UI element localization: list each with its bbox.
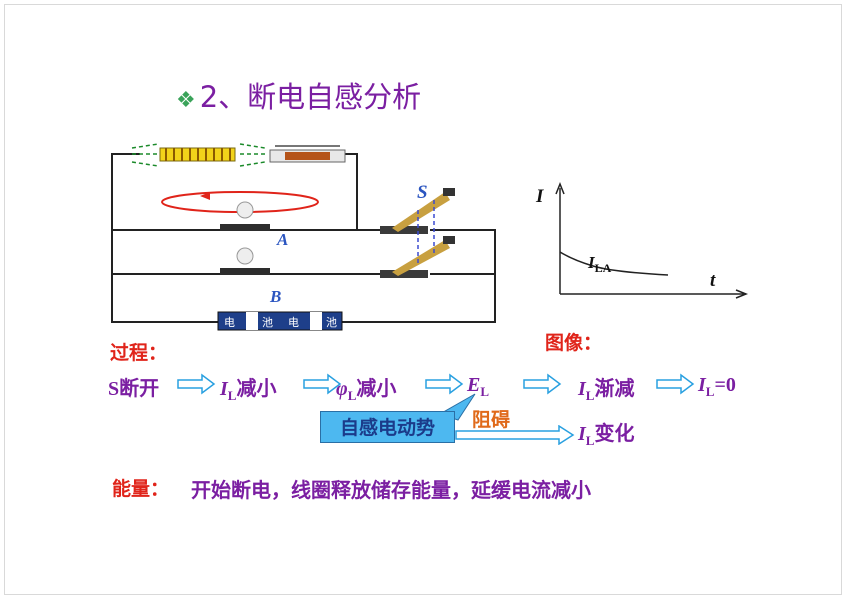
battery-pack: 电 池 电 池 <box>217 311 343 331</box>
label-b: B <box>269 287 281 306</box>
lamp-b <box>220 247 270 275</box>
process-label: 过程： <box>110 342 168 364</box>
step-2: φL减小 <box>336 376 397 403</box>
diamond-bullet-icon: ❖ <box>176 88 196 113</box>
il-change: IL变化 <box>578 421 635 448</box>
battery-text-1: 电 <box>224 316 235 329</box>
decay-curve <box>559 251 669 276</box>
graph-y-label: I <box>535 186 544 207</box>
arrow-5-icon <box>656 373 695 395</box>
label-a: A <box>276 230 288 249</box>
step-5: IL=0 <box>698 374 736 399</box>
circuit-diagram: A B 电 池 电 池 S <box>111 143 496 331</box>
graph-x-label: t <box>710 270 716 291</box>
circuit-wires <box>111 153 496 323</box>
step-1: IL减小 <box>220 376 277 403</box>
title-text: 2、断电自感分析 <box>199 80 422 114</box>
hinder-arrow-icon <box>455 425 575 445</box>
graph-label: 图像： <box>545 332 603 354</box>
arrow-3-icon <box>425 373 464 395</box>
battery-text-3: 电 <box>288 316 299 329</box>
arrow-1-icon <box>177 373 216 395</box>
slide-title: ❖2、断电自感分析 <box>176 74 421 116</box>
s-open-text: S断开 <box>108 378 160 400</box>
arrow-2-icon <box>303 373 342 395</box>
energy-text: 开始断电，线圈释放储存能量，延缓电流减小 <box>191 478 591 502</box>
battery-text-4: 池 <box>326 316 337 329</box>
current-time-graph: I t ILA <box>535 181 749 299</box>
lamp-a <box>220 201 270 231</box>
curve-label: ILA <box>587 253 612 275</box>
step-4: IL渐减 <box>578 376 635 403</box>
battery-text-2: 池 <box>262 316 273 329</box>
rheostat <box>269 145 346 163</box>
switch-s <box>380 188 455 278</box>
label-s: S <box>417 182 428 203</box>
hinder-text: 阻碍 <box>472 409 511 431</box>
emf-box: 自感电动势 <box>320 411 455 443</box>
current-arrow-icon <box>200 192 210 200</box>
arrow-4-icon <box>523 373 562 395</box>
step-3: EL <box>467 374 490 399</box>
energy-label: 能量： <box>112 478 170 500</box>
inductor-coil <box>131 143 266 167</box>
slide-frame <box>4 4 842 595</box>
